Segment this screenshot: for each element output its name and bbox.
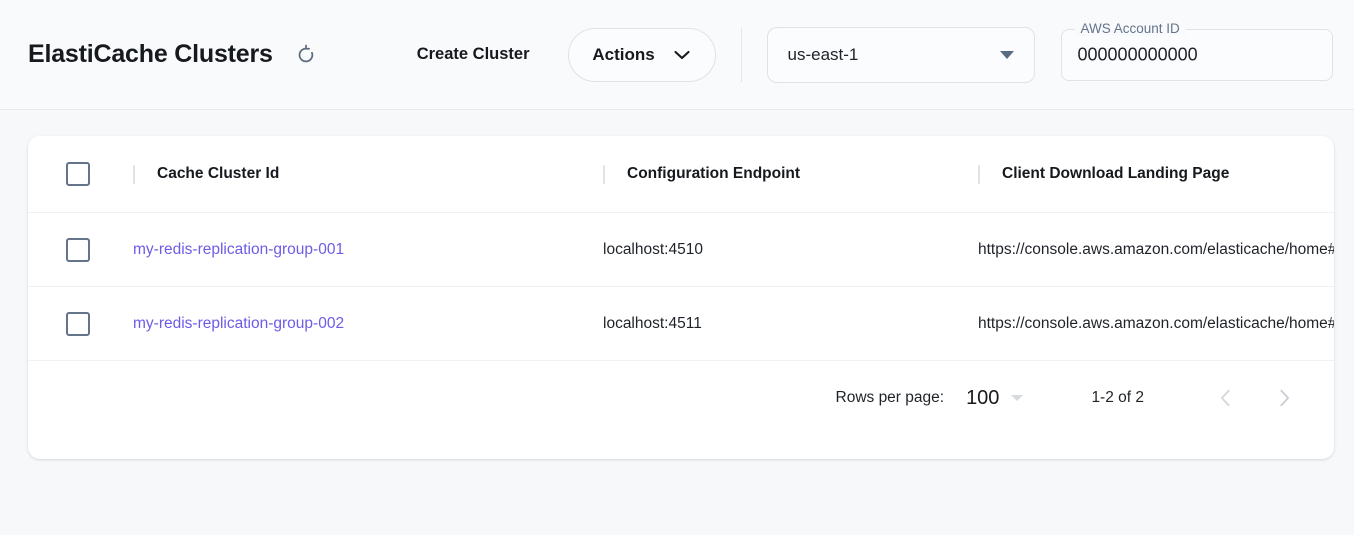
- refresh-button[interactable]: [289, 38, 323, 72]
- aws-account-id-label: AWS Account ID: [1074, 20, 1186, 36]
- client-download-url: https://console.aws.amazon.com/elasticac…: [978, 314, 1334, 332]
- chevron-right-icon: [1280, 389, 1290, 407]
- rows-per-page-label: Rows per page:: [835, 389, 945, 406]
- cell-client-download: https://console.aws.amazon.com/elasticac…: [978, 286, 1334, 361]
- column-header-config-endpoint-label: Configuration Endpoint: [627, 165, 801, 182]
- column-separator: [978, 164, 980, 184]
- select-all-checkbox[interactable]: [66, 162, 90, 186]
- cluster-id-link[interactable]: my-redis-replication-group-002: [133, 314, 345, 332]
- column-separator: [133, 164, 135, 184]
- row-checkbox[interactable]: [66, 237, 90, 262]
- row-checkbox[interactable]: [66, 311, 90, 336]
- rows-per-page-value: 100: [966, 386, 1000, 409]
- page-title: ElastiCache Clusters: [28, 40, 273, 68]
- rows-per-page-select[interactable]: 100: [966, 386, 1024, 410]
- table-pagination: Rows per page: 100 1-2 of 2: [28, 361, 1334, 435]
- row-select-cell: [28, 286, 133, 361]
- actions-button-label: Actions: [592, 44, 655, 64]
- triangle-down-icon: [1011, 395, 1024, 401]
- next-page-button[interactable]: [1264, 378, 1304, 418]
- header-divider: [740, 27, 742, 82]
- region-select[interactable]: us-east-1: [766, 26, 1035, 83]
- cluster-id-link[interactable]: my-redis-replication-group-001: [133, 240, 345, 258]
- column-header-config-endpoint[interactable]: Configuration Endpoint: [603, 136, 978, 213]
- region-select-value: us-east-1: [787, 44, 859, 64]
- refresh-icon: [298, 44, 313, 62]
- column-header-client-download[interactable]: Client Download Landing Page: [978, 136, 1334, 213]
- create-cluster-button[interactable]: Create Cluster: [416, 45, 530, 63]
- column-header-cluster-id-label: Cache Cluster Id: [157, 165, 280, 182]
- cell-config-endpoint: localhost:4511: [603, 286, 978, 361]
- table-body: my-redis-replication-group-001 localhost…: [28, 212, 1334, 361]
- chevron-down-icon: [674, 50, 690, 59]
- content-area: Cache Cluster Id Configuration Endpoint …: [0, 110, 1354, 459]
- column-separator: [603, 164, 605, 184]
- previous-page-button[interactable]: [1206, 378, 1246, 418]
- aws-account-id-value: 000000000000: [1077, 44, 1198, 64]
- triangle-down-icon: [999, 50, 1014, 59]
- table-header: Cache Cluster Id Configuration Endpoint …: [28, 136, 1334, 213]
- aws-account-id-field[interactable]: AWS Account ID 000000000000: [1060, 20, 1333, 81]
- table-row: my-redis-replication-group-001 localhost…: [28, 212, 1334, 287]
- cell-cluster-id: my-redis-replication-group-002: [133, 286, 603, 361]
- table-row: my-redis-replication-group-002 localhost…: [28, 286, 1334, 361]
- cell-config-endpoint: localhost:4510: [603, 212, 978, 287]
- clusters-card: Cache Cluster Id Configuration Endpoint …: [28, 136, 1334, 459]
- app-header-bar: ElastiCache Clusters Create Cluster Acti…: [0, 0, 1354, 110]
- actions-button[interactable]: Actions: [567, 27, 716, 82]
- cell-cluster-id: my-redis-replication-group-001: [133, 212, 603, 287]
- chevron-left-icon: [1220, 389, 1230, 407]
- column-header-client-download-label: Client Download Landing Page: [1002, 165, 1230, 182]
- client-download-url: https://console.aws.amazon.com/elasticac…: [978, 240, 1334, 258]
- clusters-table: Cache Cluster Id Configuration Endpoint …: [28, 136, 1334, 361]
- select-all-header: [28, 136, 133, 213]
- cell-client-download: https://console.aws.amazon.com/elasticac…: [978, 212, 1334, 287]
- table-header-row: Cache Cluster Id Configuration Endpoint …: [28, 136, 1334, 213]
- pagination-range-label: 1-2 of 2: [1091, 389, 1144, 406]
- row-select-cell: [28, 212, 133, 287]
- column-header-cluster-id[interactable]: Cache Cluster Id: [133, 136, 603, 213]
